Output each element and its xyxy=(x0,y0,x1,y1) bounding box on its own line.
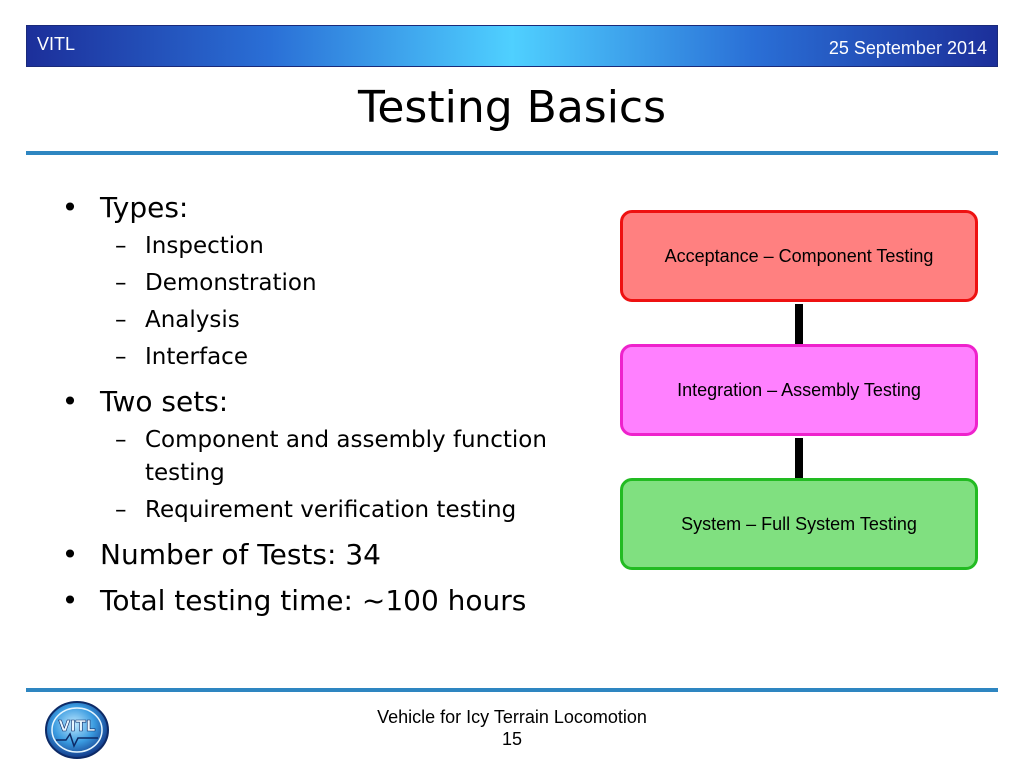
sub-bullet-component-assembly: – Component and assembly function testin… xyxy=(115,427,547,486)
footer-divider xyxy=(26,688,998,692)
header-vitl-label: VITL xyxy=(37,34,76,54)
footer: Vehicle for Icy Terrain Locomotion 15 xyxy=(0,706,1024,750)
footer-title: Vehicle for Icy Terrain Locomotion xyxy=(377,707,647,727)
sub-bullet-demonstration: – Demonstration xyxy=(115,270,317,296)
integration-testing-box: Integration – Assembly Testing xyxy=(620,344,978,436)
bullet-total-testing-time: • Total testing time: ~100 hours xyxy=(61,584,527,617)
bullet-two-sets: • Two sets: xyxy=(60,384,600,420)
sub-bullet-analysis: – Analysis xyxy=(115,307,240,333)
bullet-types-label: Types: xyxy=(100,191,189,224)
page-title: Testing Basics xyxy=(357,82,667,133)
header-date: 25 September 2014 xyxy=(828,38,987,58)
sub-bullet-inspection: – Inspection xyxy=(115,233,264,259)
title-divider xyxy=(26,151,998,155)
acceptance-testing-box: Acceptance – Component Testing xyxy=(620,210,978,302)
connector-line xyxy=(795,304,803,348)
bullet-dot: • xyxy=(61,584,79,617)
bullet-sets-label: Two sets: xyxy=(100,385,229,418)
page-number: 15 xyxy=(501,729,523,749)
bullet-types: • Types: xyxy=(60,190,600,226)
system-testing-box: System – Full System Testing xyxy=(620,478,978,570)
bullet-dot: • xyxy=(61,385,79,418)
svg-text:VITL: VITL xyxy=(59,717,96,735)
testing-hierarchy-diagram: Acceptance – Component Testing Integrati… xyxy=(620,210,982,580)
bullet-list: • Types: – Inspection – Demonstration – … xyxy=(60,190,600,619)
bullet-dot: • xyxy=(61,538,79,571)
header-bar: VITL 25 September 2014 xyxy=(26,25,998,67)
connector-line xyxy=(795,438,803,482)
sub-bullet-requirement-verification: – Requirement verification testing xyxy=(115,497,517,523)
bullet-dot: • xyxy=(61,191,79,224)
bullet-number-of-tests: • Number of Tests: 34 xyxy=(61,538,381,571)
sub-bullet-interface: – Interface xyxy=(115,344,248,370)
vitl-logo-icon: VITL xyxy=(45,701,109,759)
